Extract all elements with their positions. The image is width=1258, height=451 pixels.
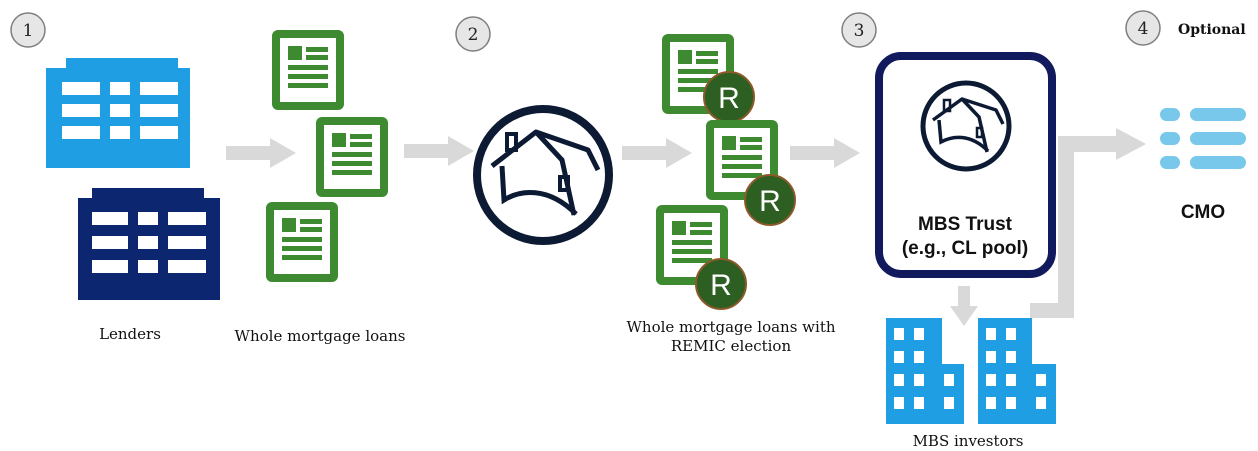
remic-loans-label-line1: Whole mortgage loans with <box>626 318 835 336</box>
remic-badge-icon: R <box>744 174 796 226</box>
building-icon <box>886 318 964 424</box>
step-2-number: 2 <box>468 25 479 45</box>
step-3-badge: 3 <box>841 12 877 48</box>
arrow-icon <box>622 138 692 168</box>
house-logo-icon <box>920 80 1012 172</box>
step-3-number: 3 <box>854 21 865 41</box>
investors-label: MBS investors <box>913 432 1024 450</box>
building-icon <box>46 58 190 168</box>
svg-text:R: R <box>718 82 740 115</box>
cmo-label: CMO <box>1181 202 1225 223</box>
whole-loans-label: Whole mortgage loans <box>235 327 406 345</box>
mbs-trust-box: MBS Trust (e.g., CL pool) <box>875 52 1056 278</box>
svg-text:R: R <box>710 269 732 302</box>
trust-label-line2: (e.g., CL pool) <box>902 238 1028 259</box>
remic-badge-icon: R <box>695 258 747 310</box>
document-icon <box>272 30 344 110</box>
arrow-icon <box>1030 128 1146 318</box>
remic-loans-label-line2: REMIC election <box>671 337 792 355</box>
step-1-number: 1 <box>23 21 34 41</box>
arrow-icon <box>950 286 978 326</box>
optional-label: Optional <box>1178 22 1246 38</box>
list-icon <box>1160 108 1246 169</box>
lenders-label: Lenders <box>99 325 161 343</box>
remic-badge-icon: R <box>703 71 755 123</box>
arrow-icon <box>790 138 860 168</box>
building-icon <box>978 318 1056 424</box>
arrow-icon <box>226 138 296 168</box>
step-4-badge: 4 <box>1125 10 1161 46</box>
document-icon <box>266 202 338 282</box>
arrow-icon <box>404 136 474 166</box>
step-4-number: 4 <box>1138 19 1149 39</box>
house-logo-icon <box>473 105 613 245</box>
building-icon <box>78 188 220 300</box>
document-icon <box>316 117 388 197</box>
step-2-badge: 2 <box>455 16 491 52</box>
step-1-badge: 1 <box>10 12 46 48</box>
svg-text:R: R <box>759 185 781 218</box>
trust-label-line1: MBS Trust <box>918 214 1013 235</box>
